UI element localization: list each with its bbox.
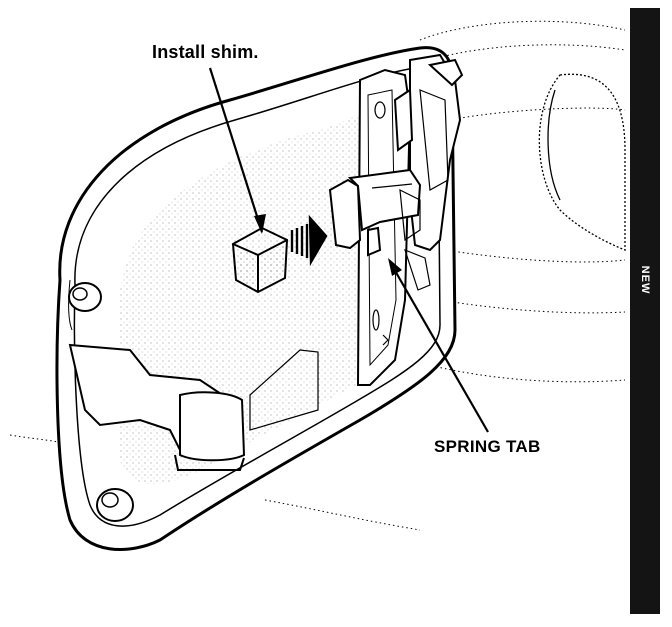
section-side-tab (630, 8, 660, 614)
latch-hook (393, 53, 464, 252)
leader-lines (208, 67, 489, 433)
direction-arrow (290, 214, 328, 267)
filler-recess (538, 73, 626, 251)
side-tab-label: NEW (639, 265, 651, 295)
spring-tab-label: SPRING TAB (434, 437, 541, 456)
install-shim-arrowhead (254, 214, 266, 234)
install-shim-leader (208, 67, 264, 233)
vehicle-body (9, 20, 626, 531)
shim-block (231, 226, 289, 294)
spring-tab-arrowhead (388, 258, 402, 276)
install-shim-label: Install shim. (152, 42, 259, 62)
spring-tab-leader (389, 261, 489, 433)
hinge-arm (68, 343, 319, 471)
spring-clip (328, 168, 431, 291)
door-bosses (68, 282, 134, 522)
leader-arrowheads (254, 214, 402, 276)
